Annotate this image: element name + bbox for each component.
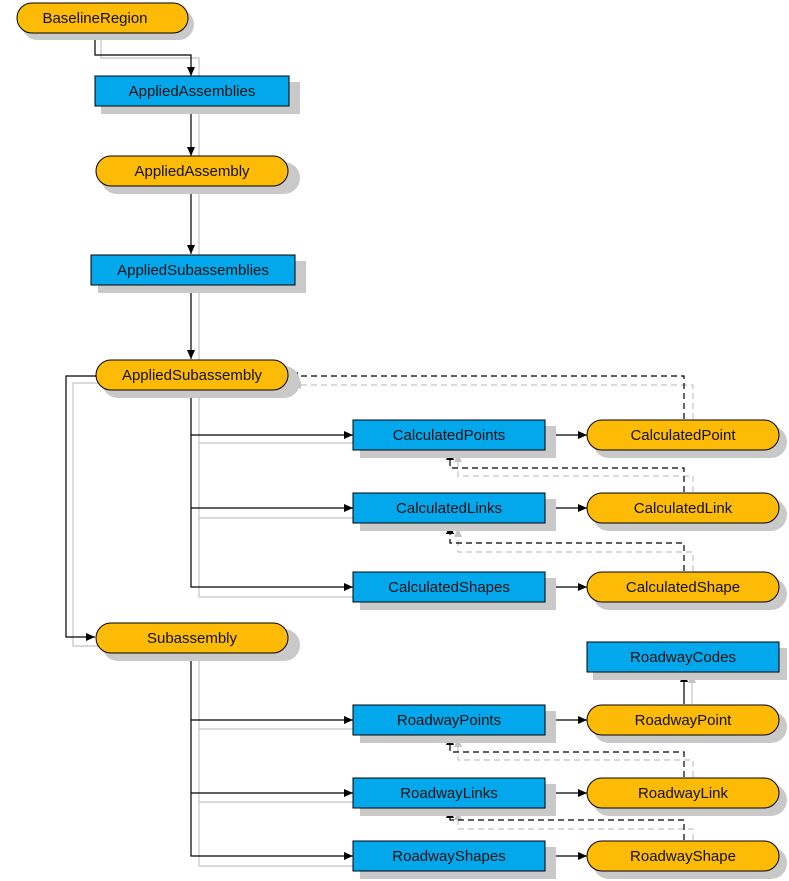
node-label: AppliedAssembly — [134, 163, 250, 180]
node-label: AppliedSubassembly — [122, 367, 263, 384]
node-calculatedlinks[interactable]: CalculatedLinks — [352, 492, 556, 531]
connector-appliedsubassembly-calculatedshapes — [190, 391, 353, 591]
node-roadwaylink[interactable]: RoadwayLink — [586, 777, 787, 816]
node-label: RoadwayShapes — [392, 848, 505, 865]
node-roadwayshapes[interactable]: RoadwayShapes — [352, 840, 556, 879]
node-appliedsubassembly[interactable]: AppliedSubassembly — [95, 359, 300, 398]
node-label: RoadwayLinks — [400, 785, 498, 802]
node-label: Subassembly — [147, 630, 238, 647]
dashed-ghost — [454, 738, 694, 777]
connectors — [65, 32, 696, 867]
node-appliedassemblies[interactable]: AppliedAssemblies — [94, 75, 300, 114]
node-label: RoadwayShape — [630, 848, 736, 865]
connector-ghost — [198, 391, 355, 598]
dashed-ghost — [454, 453, 694, 492]
node-label: CalculatedPoint — [630, 427, 736, 444]
node-calculatedlink[interactable]: CalculatedLink — [586, 492, 787, 531]
node-label: RoadwayPoint — [635, 712, 733, 729]
dashed-ghost — [292, 381, 694, 419]
node-roadwaylinks[interactable]: RoadwayLinks — [352, 777, 556, 816]
node-label: RoadwayLink — [638, 785, 729, 802]
node-label: AppliedAssemblies — [129, 83, 256, 100]
node-baselineregion[interactable]: BaselineRegion — [16, 2, 194, 40]
dashed-calculatedlink-calculatedpoints — [446, 451, 685, 492]
dashed-calculatedshape-calculatedlinks — [446, 525, 685, 571]
node-calculatedshapes[interactable]: CalculatedShapes — [352, 571, 556, 610]
node-roadwaycodes[interactable]: RoadwayCodes — [586, 641, 787, 680]
node-label: RoadwayCodes — [630, 649, 736, 666]
node-calculatedpoint[interactable]: CalculatedPoint — [586, 419, 787, 458]
node-label: CalculatedShapes — [388, 579, 510, 596]
node-roadwaypoint[interactable]: RoadwayPoint — [586, 704, 787, 743]
connector-subassembly-roadwayshapes — [190, 652, 353, 860]
node-calculatedpoints[interactable]: CalculatedPoints — [352, 419, 556, 458]
node-label: CalculatedLink — [634, 500, 733, 517]
node-roadwayshape[interactable]: RoadwayShape — [586, 840, 787, 879]
dashed-roadwaylink-roadwaypoints — [446, 736, 685, 777]
connector-ghost — [100, 40, 200, 400]
node-subassembly[interactable]: Subassembly — [95, 622, 300, 661]
dashed-calculatedpoint-appliedsubassembly — [289, 372, 685, 419]
node-label: CalculatedLinks — [396, 500, 502, 517]
node-label: AppliedSubassemblies — [117, 262, 269, 279]
node-roadwaypoints[interactable]: RoadwayPoints — [352, 704, 556, 743]
dashed-roadwayshape-roadwaylinks — [446, 809, 685, 840]
node-label: CalculatedShape — [626, 579, 740, 596]
connector-ghost — [198, 652, 355, 867]
node-label: CalculatedPoints — [393, 427, 506, 444]
node-calculatedshape[interactable]: CalculatedShape — [586, 571, 787, 610]
node-appliedsubassemblies[interactable]: AppliedSubassemblies — [90, 254, 306, 293]
nodes: BaselineRegion AppliedAssemblies Applied… — [16, 2, 787, 879]
connector-ghost — [72, 382, 99, 647]
dashed-ghost — [454, 528, 694, 571]
node-label: BaselineRegion — [42, 10, 147, 27]
connector-baselineregion-appliedassemblies — [94, 32, 195, 76]
connector-appliedsubassembly-subassembly — [65, 375, 97, 641]
node-appliedassembly[interactable]: AppliedAssembly — [95, 155, 300, 194]
node-label: RoadwayPoints — [397, 712, 501, 729]
